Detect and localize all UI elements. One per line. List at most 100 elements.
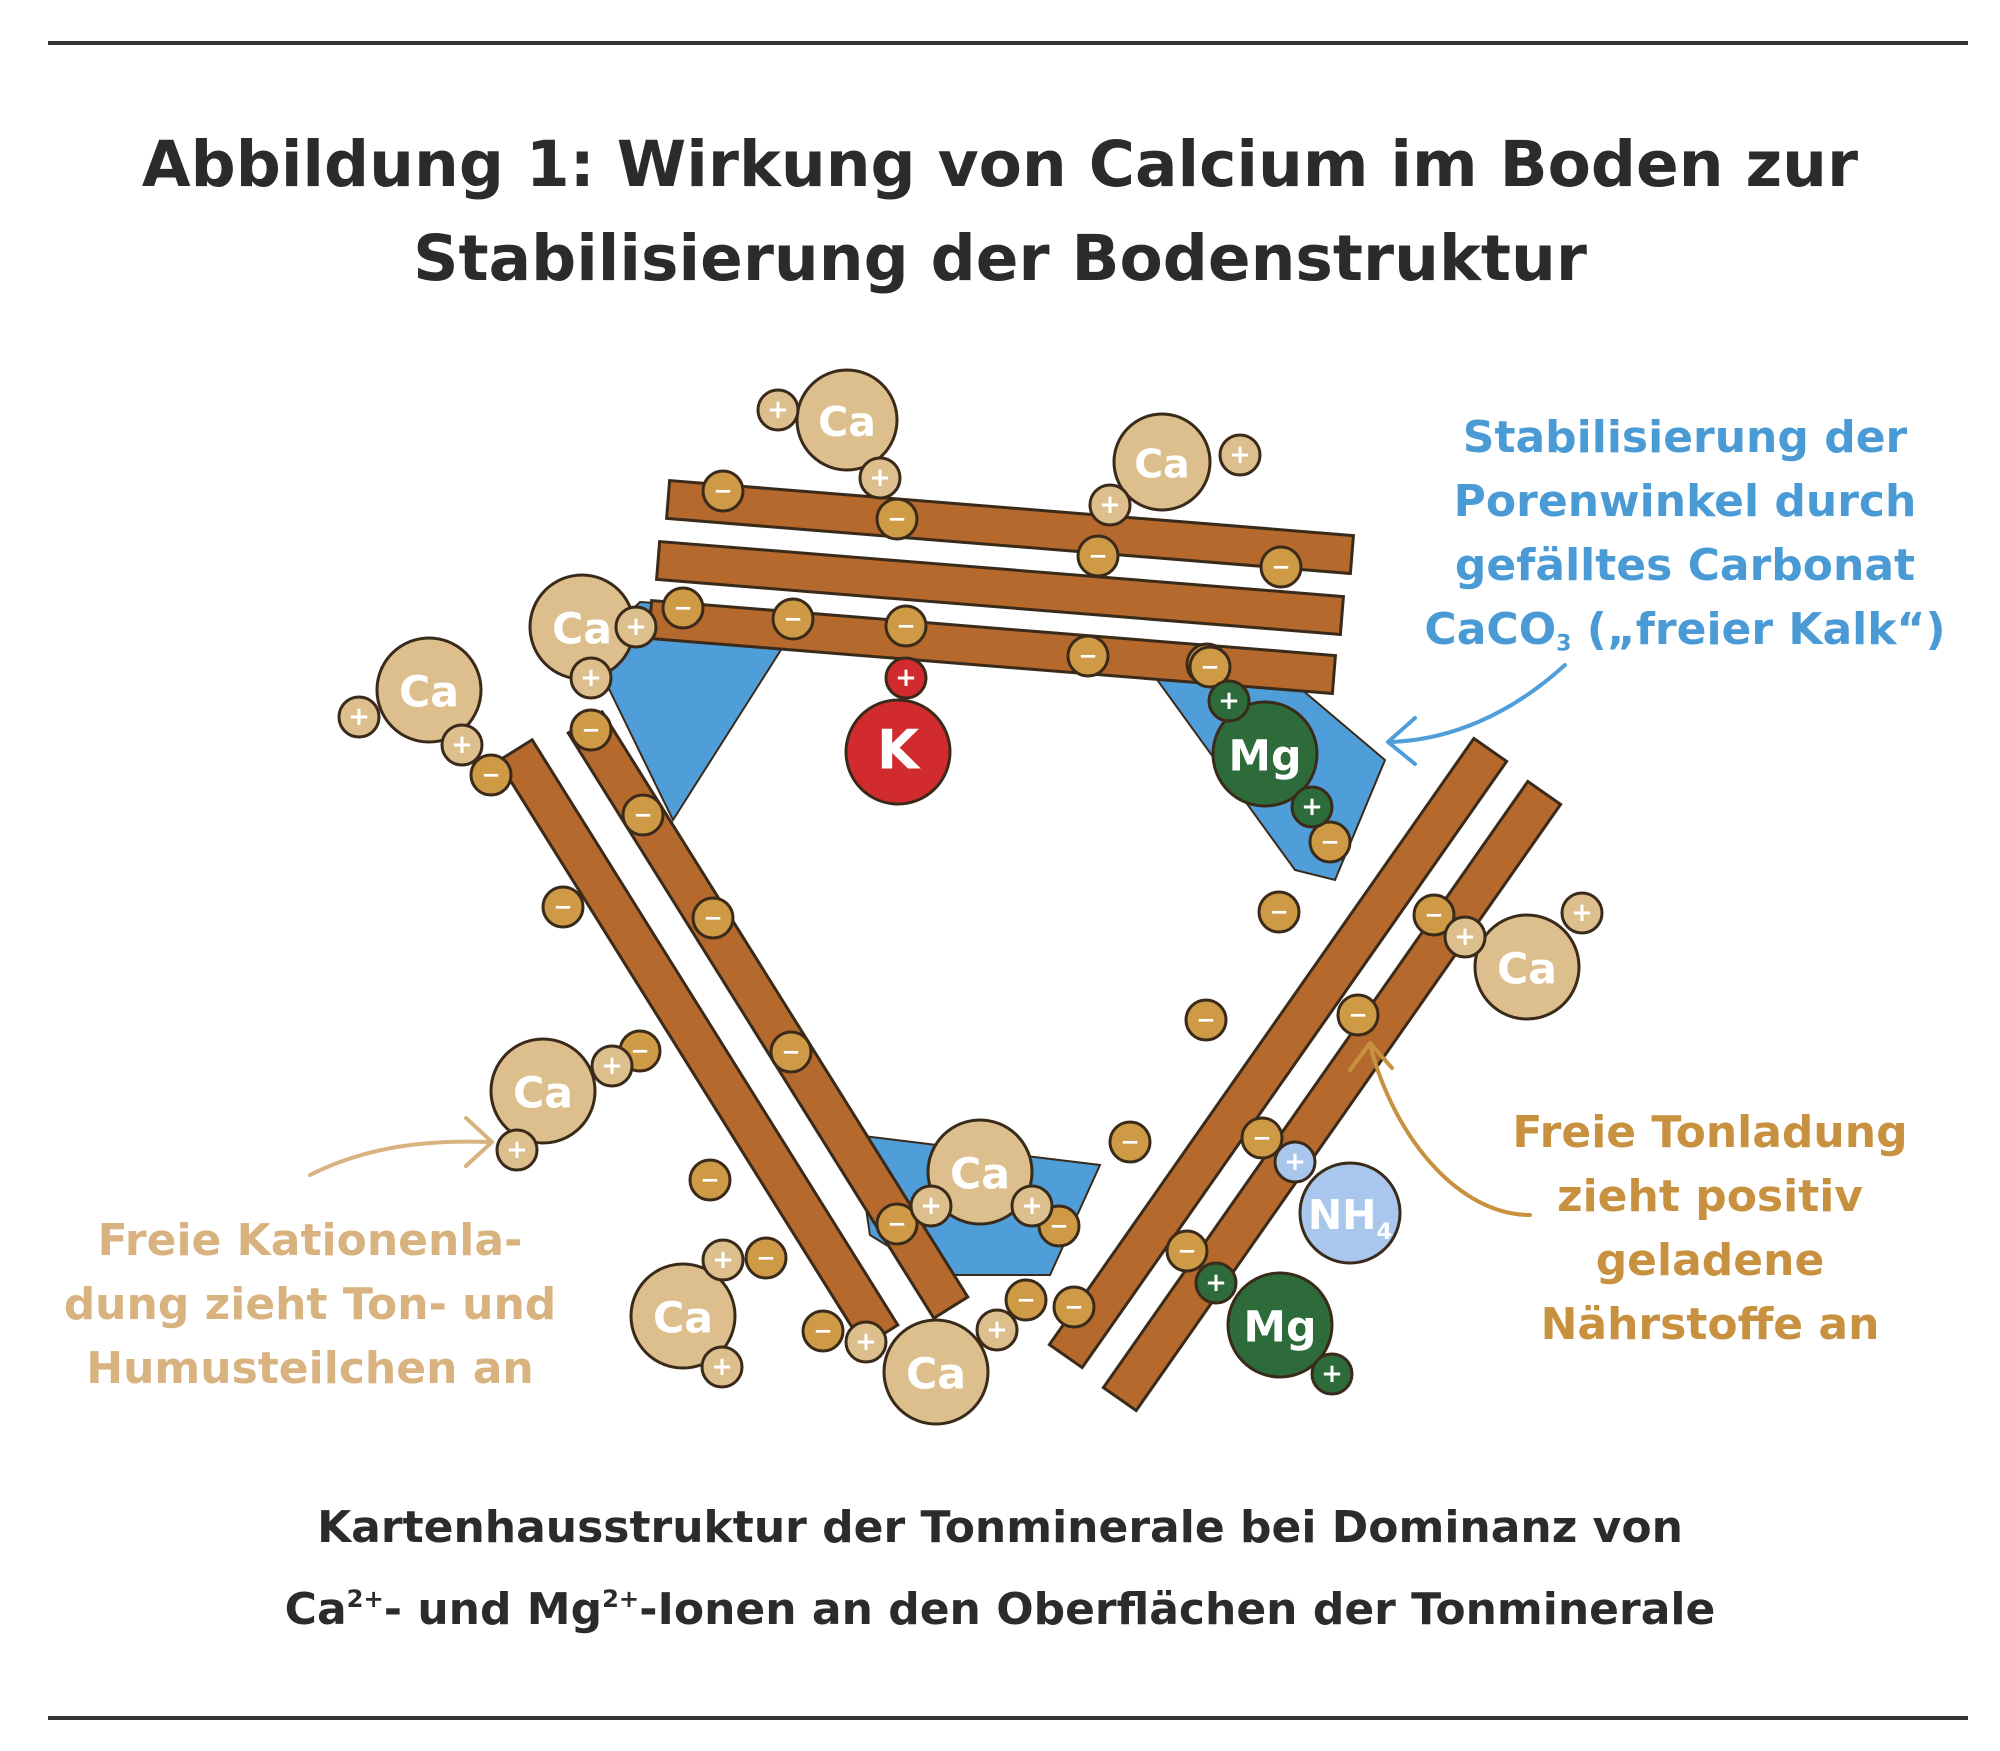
calcium-ion: Ca (926, 1118, 1034, 1226)
negative-charge: − (1336, 993, 1380, 1037)
calcium-ion: Ca (528, 573, 636, 681)
svg-text:−: − (783, 607, 802, 633)
annotation-kationenladung-line-2: dung zieht Ton- und (63, 1279, 557, 1330)
figure-title-line-1: Abbildung 1: Wirkung von Calcium im Bode… (141, 128, 1859, 201)
svg-text:−: − (1177, 1239, 1196, 1265)
negative-charge: − (1308, 820, 1352, 864)
svg-text:+: + (601, 1051, 623, 1081)
top-rule (48, 41, 1968, 45)
annotation-tonladung-line-2: zieht positiv (1556, 1171, 1863, 1222)
caption-line-1: Kartenhausstruktur der Tonminerale bei D… (317, 1502, 1683, 1553)
svg-text:−: − (703, 906, 722, 932)
svg-text:K: K (877, 718, 921, 782)
negative-charge: − (691, 896, 735, 940)
annotation-porenwinkel-line-3: gefälltes Carbonat (1454, 540, 1916, 591)
svg-text:+: + (711, 1352, 733, 1382)
svg-text:+: + (920, 1191, 942, 1221)
positive-charge: + (844, 1320, 888, 1364)
annotation-porenwinkel: Stabilisierung der Porenwinkel durch gef… (1385, 406, 1985, 677)
svg-text:−: − (581, 718, 600, 744)
svg-text:+: + (580, 663, 602, 693)
svg-text:−: − (1064, 1295, 1083, 1321)
svg-text:−: − (896, 614, 915, 640)
negative-charge: − (469, 753, 513, 797)
svg-text:+: + (767, 395, 789, 425)
negative-charge: − (621, 793, 665, 837)
svg-text:+: + (895, 663, 917, 693)
svg-text:−: − (1078, 644, 1097, 670)
bottom-rule (48, 1716, 1968, 1720)
svg-text:+: + (1321, 1359, 1343, 1389)
svg-text:+: + (1229, 440, 1251, 470)
magnesium-ion: Mg (1226, 1271, 1334, 1379)
arrow-kationenladung (308, 1116, 494, 1177)
negative-charge: − (769, 1030, 813, 1074)
svg-text:−: − (1271, 555, 1290, 581)
svg-text:+: + (1284, 1147, 1306, 1177)
negative-charge: − (1076, 534, 1120, 578)
annotation-tonladung-line-3: geladene (1595, 1235, 1825, 1286)
positive-charge: + (701, 1238, 745, 1282)
negative-charge: − (1257, 890, 1301, 934)
svg-text:+: + (1571, 898, 1593, 928)
positive-charge: + (1560, 891, 1604, 935)
negative-charge: − (801, 1309, 845, 1353)
positive-charge: + (1088, 483, 1132, 527)
annotation-porenwinkel-line-2: Porenwinkel durch (1453, 476, 1917, 527)
positive-charge: + (614, 605, 658, 649)
annotation-tonladung: Freie Tonladung zieht positiv geladene N… (1430, 1101, 1990, 1357)
svg-text:−: − (887, 1212, 906, 1238)
svg-text:+: + (506, 1135, 528, 1165)
arrow-tonladung (1348, 1041, 1532, 1217)
negative-charge: − (701, 469, 745, 513)
svg-text:−: − (1252, 1126, 1271, 1152)
formula-subscript: 3 (1556, 631, 1572, 657)
svg-text:−: − (1269, 900, 1288, 926)
svg-text:+: + (1218, 686, 1240, 716)
annotation-porenwinkel-line-1: Stabilisierung der (1462, 412, 1908, 463)
svg-text:Mg: Mg (1244, 1303, 1317, 1353)
svg-text:+: + (712, 1245, 734, 1275)
calcium-ion: Ca (882, 1318, 990, 1426)
svg-text:−: − (1348, 1003, 1367, 1029)
positive-charge: + (858, 456, 902, 500)
svg-text:−: − (630, 1039, 649, 1065)
calcium-ion: Ca (1112, 412, 1212, 512)
clay-plate (664, 478, 1356, 576)
svg-text:−: − (1200, 655, 1219, 681)
caption-ca-charge: 2+ (346, 1585, 384, 1613)
positive-charge: + (700, 1345, 744, 1389)
positive-charge: + (440, 723, 484, 767)
svg-text:+: + (855, 1327, 877, 1357)
svg-text:Ca: Ca (1497, 945, 1557, 995)
svg-text:+: + (1021, 1191, 1043, 1221)
positive-charge: + (337, 695, 381, 739)
svg-text:−: − (1088, 544, 1107, 570)
caption-mg-prefix: - und Mg (383, 1583, 603, 1635)
annotation-porenwinkel-line-4: CaCO3 („freier Kalk“) (1385, 598, 1985, 677)
negative-charge: − (875, 497, 919, 541)
positive-charge: + (495, 1128, 539, 1172)
clay-plate (1047, 736, 1509, 1370)
positive-charge: + (975, 1308, 1019, 1352)
negative-charge: − (771, 597, 815, 641)
calcium-ion: Ca (1473, 913, 1581, 1021)
annotation-kationenladung-line-1: Freie Kationenla- (97, 1215, 523, 1266)
svg-text:−: − (1320, 830, 1339, 856)
negative-charge: − (1052, 1285, 1096, 1329)
svg-text:−: − (673, 596, 692, 622)
calcium-ion: Ca (489, 1037, 597, 1145)
potassium-ion: K (844, 698, 952, 806)
positive-charge: + (756, 388, 800, 432)
svg-text:−: − (481, 763, 500, 789)
positive-charge: + (1194, 1261, 1238, 1305)
svg-text:−: − (1049, 1214, 1068, 1240)
negative-charge: − (1412, 893, 1456, 937)
negative-charge: − (1240, 1116, 1284, 1160)
negative-charge: − (1188, 645, 1232, 689)
negative-charge: − (541, 885, 585, 929)
positive-charge: + (1310, 1352, 1354, 1396)
calcium-ion: Ca (795, 368, 899, 472)
svg-text:−: − (813, 1319, 832, 1345)
